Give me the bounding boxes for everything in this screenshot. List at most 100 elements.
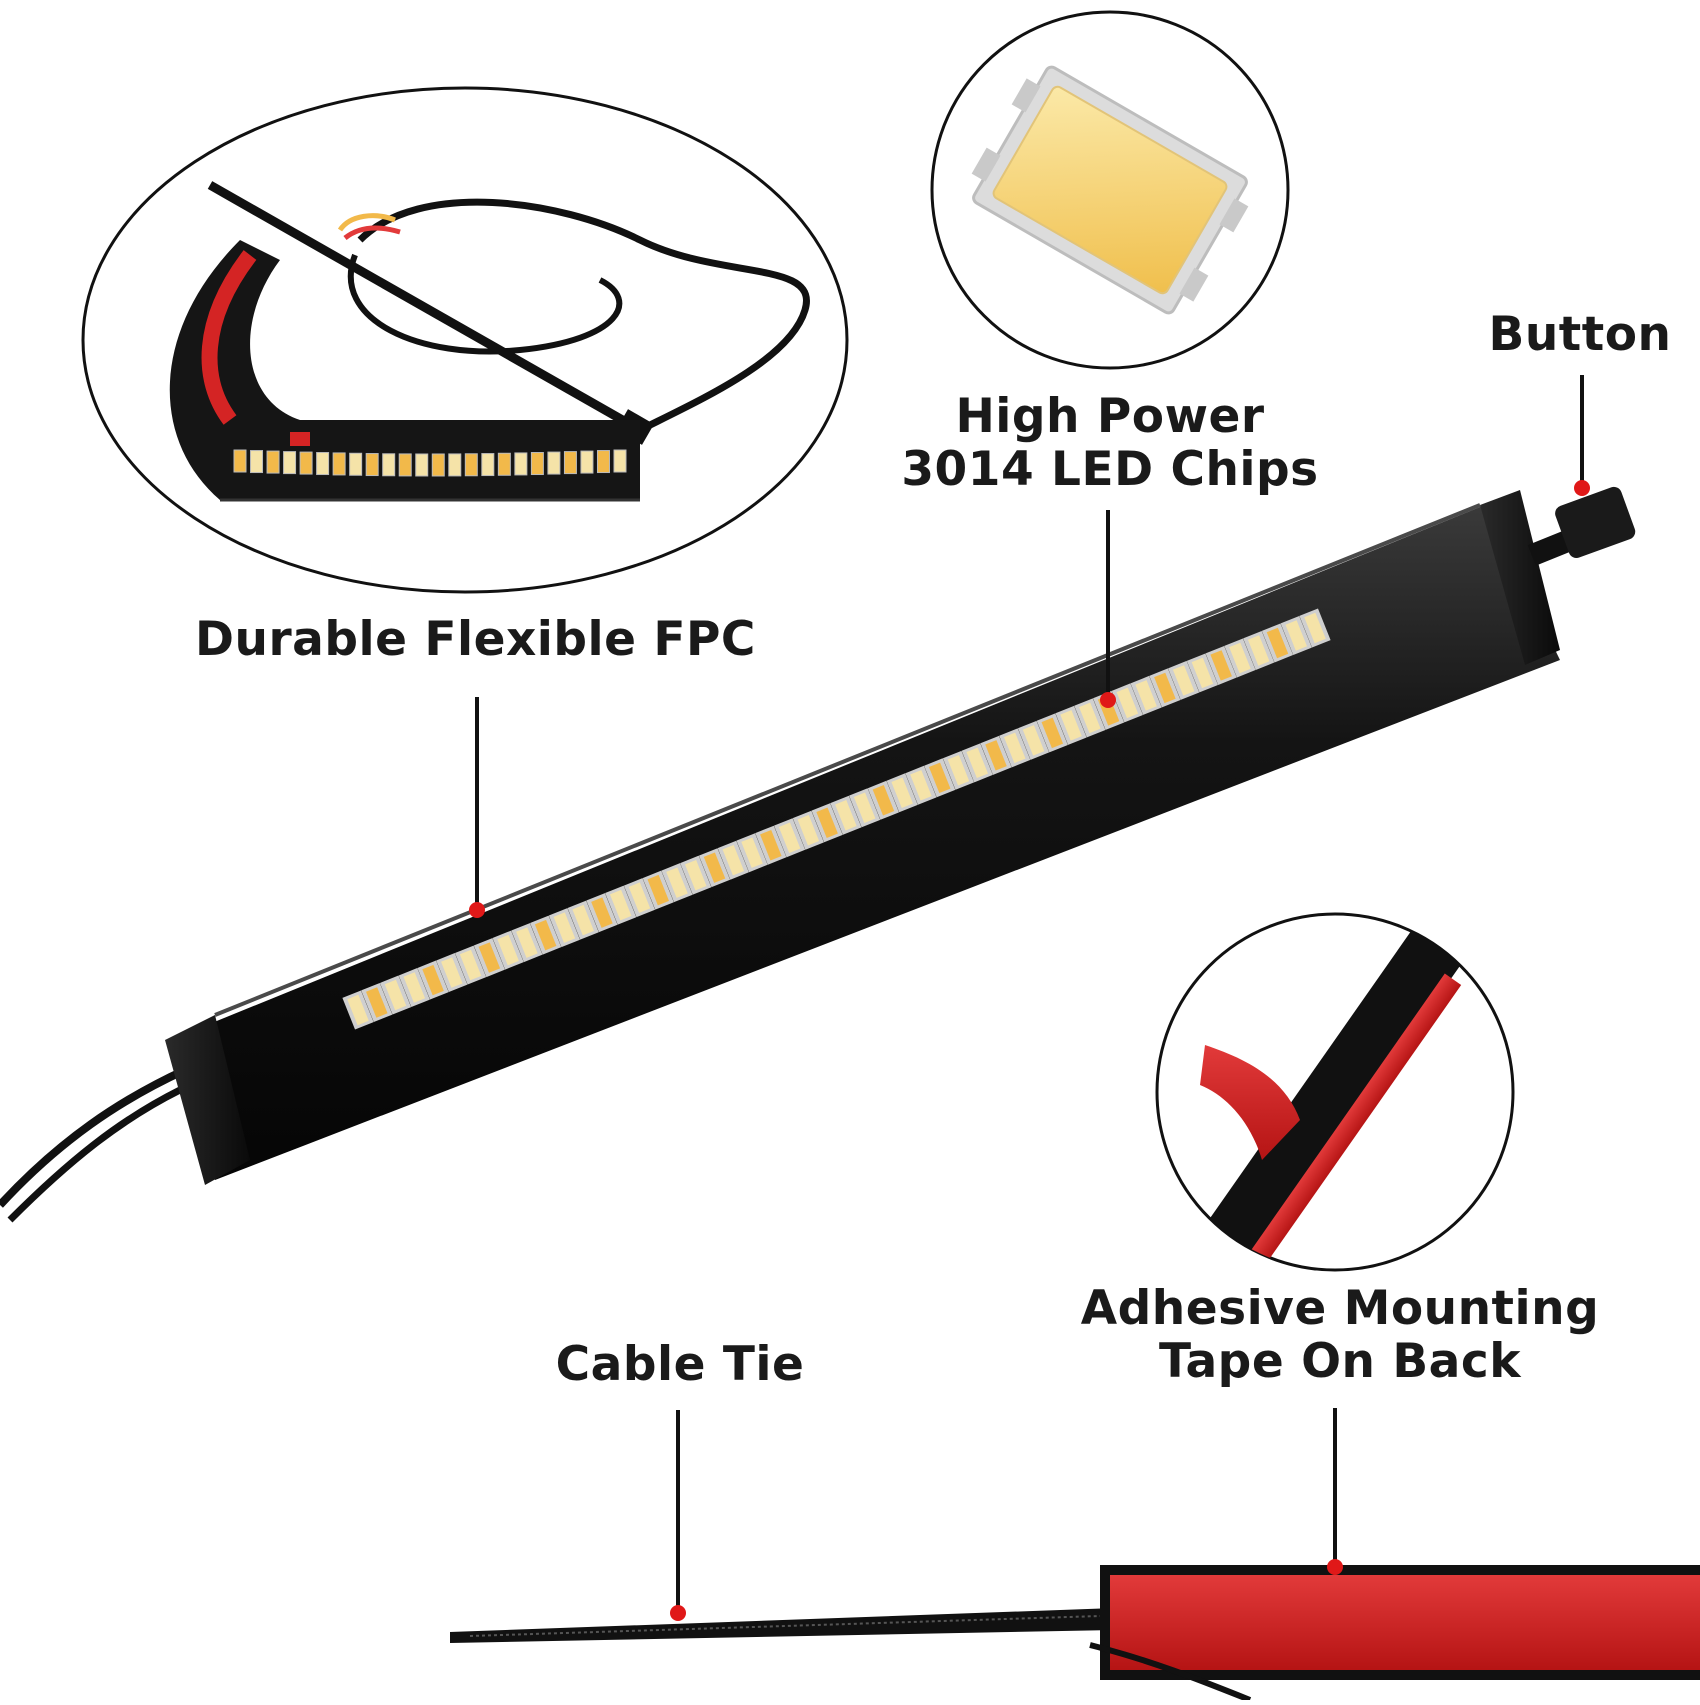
closeup-led-chip: [596, 450, 610, 474]
led-chip: [1299, 608, 1331, 648]
closeup-led-chip: [448, 453, 462, 477]
led-chip: [1224, 638, 1256, 678]
led-chip: [717, 840, 749, 880]
callout-adhesive-tape: Adhesive Mounting Tape On Back: [1070, 1282, 1610, 1388]
closeup-led-chip: [481, 453, 495, 477]
led-chip: [698, 848, 731, 888]
closeup-led-chip: [547, 451, 561, 475]
led-chip: [473, 938, 505, 978]
button-icon: [1527, 486, 1636, 566]
led-chip: [924, 758, 956, 798]
led-chip: [642, 870, 674, 910]
led-chip: [1111, 683, 1143, 723]
leader-chips: [1100, 510, 1116, 708]
flexible-strip-closeup: [81, 86, 849, 594]
closeup-led-chip: [415, 453, 429, 477]
closeup-led-chip: [233, 449, 247, 473]
callout-button-text: Button: [1488, 307, 1672, 362]
led-chip: [961, 743, 993, 783]
closeup-led-chip: [266, 450, 280, 474]
led-chip: [1205, 645, 1237, 685]
led-chip: [361, 983, 393, 1023]
led-chip: [454, 945, 487, 985]
led-chip: [379, 975, 412, 1015]
callout-button: Button: [1480, 308, 1680, 361]
led-chip: [567, 900, 599, 940]
closeup-led-chip: [316, 452, 330, 476]
closeup-led-chip: [613, 449, 627, 473]
led-chip-closeup: [930, 10, 1290, 370]
closeup-led-chip: [398, 453, 412, 477]
closeup-led-chip: [299, 451, 313, 475]
led-chip: [755, 825, 787, 865]
closeup-led-chip: [497, 452, 511, 476]
led-chip: [605, 885, 637, 925]
led-chip: [1149, 668, 1181, 708]
closeup-led-chip: [332, 452, 346, 476]
closeup-led-chip: [250, 450, 264, 474]
adhesive-tape-closeup: [1155, 912, 1515, 1272]
led-chip: [905, 765, 937, 805]
led-row: [342, 608, 1331, 1030]
closeup-led-chip: [580, 450, 594, 474]
callout-cable-tie: Cable Tie: [540, 1338, 820, 1391]
callout-tape-line2: Tape On Back: [1158, 1334, 1522, 1389]
callout-fpc-text: Durable Flexible FPC: [195, 612, 756, 667]
callout-tape-line1: Adhesive Mounting: [1080, 1281, 1600, 1336]
leader-fpc: [469, 697, 485, 918]
led-chip: [511, 923, 543, 963]
closeup-led-chip: [464, 453, 478, 477]
led-chip: [792, 810, 824, 850]
led-chip: [830, 795, 862, 835]
callout-chips-line2: 3014 LED Chips: [901, 442, 1319, 497]
led-chip: [623, 878, 656, 918]
led-chip: [342, 990, 374, 1030]
closeup-led-row: [233, 449, 627, 477]
led-chip: [886, 773, 918, 813]
led-chip-icon: [971, 65, 1249, 315]
led-chip: [492, 930, 524, 970]
led-chip: [1130, 675, 1162, 715]
led-chip: [942, 750, 975, 790]
led-chip: [736, 833, 768, 873]
led-chip: [980, 735, 1012, 775]
led-chip: [680, 855, 712, 895]
led-chip: [1055, 705, 1087, 745]
led-chip: [1036, 713, 1068, 753]
led-chip: [530, 915, 562, 955]
led-chip: [773, 818, 806, 858]
led-chip: [849, 788, 881, 828]
led-chip: [586, 893, 618, 933]
callout-chips-line1: High Power: [955, 389, 1265, 444]
callout-fpc: Durable Flexible FPC: [195, 613, 755, 666]
led-chip: [1074, 698, 1106, 738]
closeup-led-chip: [431, 453, 445, 477]
closeup-led-chip: [530, 452, 544, 476]
callout-led-chips: High Power 3014 LED Chips: [890, 390, 1330, 496]
led-chip: [1017, 720, 1050, 760]
adhesive-strip: [1089, 1565, 1700, 1703]
led-chip: [398, 968, 430, 1008]
leader-cable-tie: [670, 1410, 686, 1621]
cable-tie: [450, 1608, 1115, 1643]
led-chip: [417, 960, 449, 1000]
led-chip: [1243, 630, 1275, 670]
led-strip-bar: [0, 486, 1636, 1223]
led-chip: [999, 728, 1031, 768]
led-chip: [1280, 615, 1312, 655]
led-chip: [1186, 653, 1219, 693]
closeup-led-chip: [514, 452, 528, 476]
closeup-led-chip: [283, 451, 297, 475]
closeup-led-chip: [382, 453, 396, 477]
closeup-led-chip: [349, 452, 363, 476]
leader-button: [1574, 375, 1590, 496]
led-chip: [548, 908, 581, 948]
callout-cable-tie-text: Cable Tie: [555, 1337, 805, 1392]
led-chip: [1168, 660, 1200, 700]
leader-tape: [1327, 1408, 1343, 1575]
closeup-led-chip: [365, 453, 379, 477]
led-chip: [436, 953, 468, 993]
closeup-led-chip: [563, 451, 577, 475]
